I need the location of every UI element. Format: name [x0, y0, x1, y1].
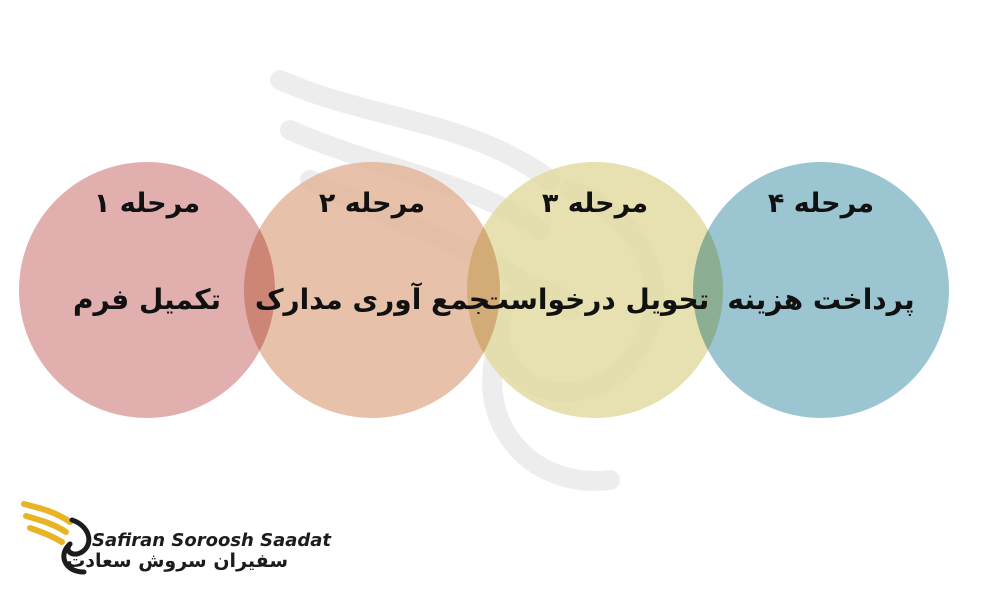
stage-2-circle [244, 162, 500, 418]
stage-3-description: تحویل درخواست [480, 283, 710, 316]
stage-1-circle [19, 162, 275, 418]
wing-logo-icon [21, 501, 92, 575]
company-logo: Safiran Soroosh Saadat سفیران سروش سعادت [18, 492, 331, 582]
stage-2-description: جمع آوری مدارک [254, 283, 490, 316]
stage-4-circle [693, 162, 949, 418]
stage-2-title: مرحله ۲ [318, 188, 426, 219]
stage-4-description: پرداخت هزینه [727, 283, 915, 316]
stage-1-description: تکمیل فرم [72, 283, 221, 316]
logo-name-persian: سفیران سروش سعادت [66, 550, 288, 572]
stage-1-title: مرحله ۱ [93, 188, 201, 219]
stage-4-title: مرحله ۴ [767, 188, 875, 219]
stage-3-title: مرحله ۳ [541, 188, 649, 219]
logo-name-english: Safiran Soroosh Saadat [92, 530, 332, 551]
stage-3-circle [467, 162, 723, 418]
